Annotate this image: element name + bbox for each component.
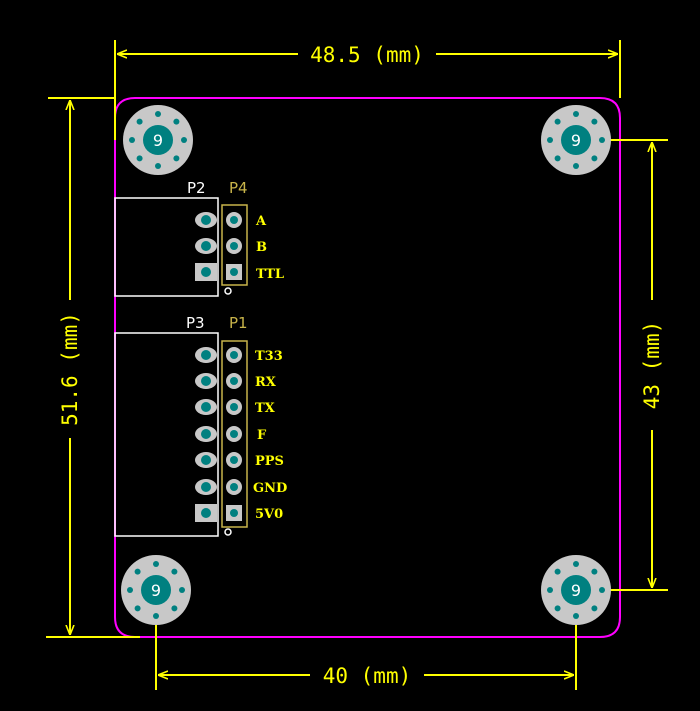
- connector-p4-pin-labels: A B TTL: [255, 214, 284, 282]
- pad: [226, 399, 242, 415]
- connector-p1-body: [221, 340, 248, 528]
- connector-p2-designator: P2: [187, 179, 206, 197]
- connector-p3-pads: [195, 347, 217, 522]
- dimension-height-label: 51.6 (mm): [58, 312, 82, 426]
- dimension-hole-spacing-h-label: 40 (mm): [323, 664, 412, 688]
- pad: [226, 373, 242, 389]
- connector-p2-body: [114, 197, 219, 297]
- mount-hole-top-right: 9: [541, 105, 611, 175]
- pad: [195, 373, 217, 389]
- connector-p3-body: [114, 332, 219, 537]
- pad-square: [195, 504, 217, 522]
- connector-p4-designator: P4: [229, 179, 248, 197]
- dimension-hole-spacing-v: [603, 139, 668, 591]
- connector-p1-pin-labels: T33 RX TX F PPS GND 5V0: [253, 349, 287, 522]
- connector-p4-pin1-marker: [224, 287, 232, 295]
- mount-hole-top-left: 9: [123, 105, 193, 175]
- pad: [195, 399, 217, 415]
- pin-label: RX: [255, 375, 277, 390]
- pad: [226, 347, 242, 363]
- pin-label: A: [255, 214, 267, 229]
- connector-p1-designator: P1: [229, 314, 248, 332]
- pad: [195, 212, 217, 228]
- pad: [195, 479, 217, 495]
- dimension-height: [46, 97, 140, 638]
- connector-p4-body: [221, 204, 248, 286]
- pad: [226, 426, 242, 442]
- pin-label: PPS: [255, 454, 284, 469]
- mount-hole-label: 9: [571, 581, 581, 600]
- mount-hole-bottom-right: 9: [541, 555, 611, 625]
- connector-p1-pads: [226, 347, 242, 521]
- pad: [195, 347, 217, 363]
- pad: [226, 479, 242, 495]
- pad: [195, 238, 217, 254]
- pad: [195, 452, 217, 468]
- pad-square: [226, 505, 242, 521]
- pad: [226, 238, 242, 254]
- mount-hole-label: 9: [571, 131, 581, 150]
- pin-label: TTL: [256, 267, 284, 282]
- connector-p4-pads: [226, 212, 242, 280]
- dimension-width: [114, 40, 621, 140]
- dimension-hole-spacing-v-label: 43 (mm): [640, 321, 664, 410]
- mount-hole-bottom-left: 9: [121, 555, 191, 625]
- connector-p1-pin1-marker: [224, 528, 232, 536]
- pin-label: B: [256, 240, 267, 255]
- pin-label: T33: [255, 349, 283, 364]
- connector-p3-designator: P3: [186, 314, 205, 332]
- mount-hole-label: 9: [153, 131, 163, 150]
- pad-square: [195, 263, 217, 281]
- pad: [195, 426, 217, 442]
- dimension-width-label: 48.5 (mm): [310, 43, 424, 67]
- connector-p2-pads: [195, 212, 217, 281]
- pad: [226, 452, 242, 468]
- pad: [226, 212, 242, 228]
- pad-square: [226, 264, 242, 280]
- pin-label: GND: [253, 481, 287, 496]
- mount-hole-label: 9: [151, 581, 161, 600]
- pin-label: 5V0: [255, 507, 283, 522]
- pin-label: F: [257, 428, 267, 443]
- pin-label: TX: [255, 401, 276, 416]
